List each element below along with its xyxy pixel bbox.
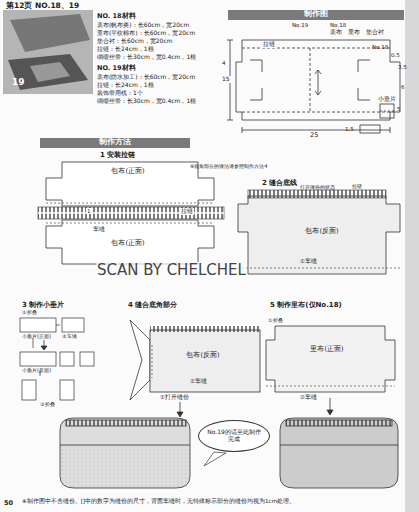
label: 4 缝合底角部分	[128, 302, 177, 310]
fabric-piece: 包布(反面)	[282, 228, 362, 242]
label: 1 安装拉链	[100, 152, 135, 160]
section-band: 制作图	[228, 10, 404, 20]
label: NO. 19材料	[97, 65, 136, 72]
label: 绸缎丝带：长30cm，宽0.4cm，1根	[97, 54, 196, 61]
label: 表布	[330, 29, 342, 35]
label: 里布	[348, 29, 360, 35]
label: 1	[86, 208, 92, 214]
fabric-piece: 包布(反面)	[168, 352, 238, 366]
node-text: No.19的话至此制作完成	[207, 429, 261, 443]
label: 拉链：长24cm，1根	[97, 82, 154, 89]
node-text: 包布(正面)	[88, 168, 168, 175]
label: 小垂片(正面)	[22, 334, 51, 340]
label: ①折叠	[22, 310, 37, 316]
label: 小垂片(反面)	[22, 368, 51, 374]
label: 表布(帆布类)：长60cm，宽20cm	[97, 22, 189, 29]
label: 垫合衬：长60cm，宽20cm	[97, 38, 173, 45]
label: No.18	[372, 44, 388, 50]
fabric-piece: 包布(正面)	[88, 168, 168, 182]
label: ②车缝	[62, 334, 77, 340]
fabric-piece: 里布(正面)	[292, 346, 362, 360]
label: 5 制作里布(仅No.18)	[270, 302, 342, 310]
label: 4	[222, 60, 226, 66]
label: 3 制作小垂片	[22, 302, 64, 310]
label: 拉链	[352, 184, 362, 190]
label: 拉链：长24cm，1根	[97, 46, 154, 53]
label: 1.5	[345, 126, 354, 132]
label: ①打开缝份	[160, 394, 189, 400]
label: 6	[401, 84, 405, 90]
label: 绸缎丝带：长30cm，宽0.4cm，1根	[97, 98, 196, 105]
label: 垫合衬	[366, 29, 384, 35]
label: 19	[12, 78, 25, 88]
label: 15	[221, 76, 231, 83]
label: ②车缝	[300, 394, 317, 400]
label: 0.5	[391, 52, 400, 58]
footnote: ※制作图中不含缝份。[]中的数字为缝份的尺寸，背面车缝时，无特殊标示部分的缝份均…	[22, 498, 402, 504]
label: ①车缝	[300, 258, 317, 264]
node-text: 包布(正面)	[88, 240, 168, 247]
label: No.18	[330, 22, 346, 28]
label: ②车缝	[190, 378, 207, 384]
label: ③折叠	[40, 402, 55, 408]
label: 拉链	[180, 208, 194, 215]
node-text: 制作方法	[40, 138, 190, 147]
node-text: 制作图	[228, 10, 404, 19]
label: ①折叠	[268, 318, 283, 324]
label: 里布(平纹棉布)：长60cm，宽20cm	[97, 30, 195, 37]
label: 车缝	[92, 226, 106, 232]
label: No.19	[292, 22, 308, 28]
label: 3.5	[398, 64, 407, 70]
node-text: 包布(反面)	[168, 352, 238, 359]
label: 2 缝合底线	[262, 180, 297, 188]
fabric-piece: 包布(正面)	[88, 240, 168, 254]
section-band: 制作方法	[40, 138, 190, 148]
label: 打开缝份的状态	[300, 185, 335, 191]
watermark: SCAN BY CHELCHEL	[96, 262, 247, 279]
label: NO. 18材料	[97, 13, 136, 20]
node-text: 里布(正面)	[292, 346, 362, 353]
label: 5	[397, 106, 401, 112]
speech-bubble: No.19的话至此制作完成	[198, 420, 270, 452]
label: 小垂片	[378, 96, 396, 102]
page-number: 50	[4, 500, 13, 507]
page-title: 第12页 NO.18、19	[6, 2, 79, 10]
node-text: 包布(反面)	[282, 228, 362, 235]
label: 表布(防水加工)：长60cm，宽20cm	[97, 74, 195, 81]
label: 装饰带用线：1个	[97, 90, 143, 97]
label: ※底角部分的缝法请参照制作方法4	[190, 164, 268, 170]
label: 25	[310, 132, 318, 139]
label: 拉链	[262, 41, 276, 48]
